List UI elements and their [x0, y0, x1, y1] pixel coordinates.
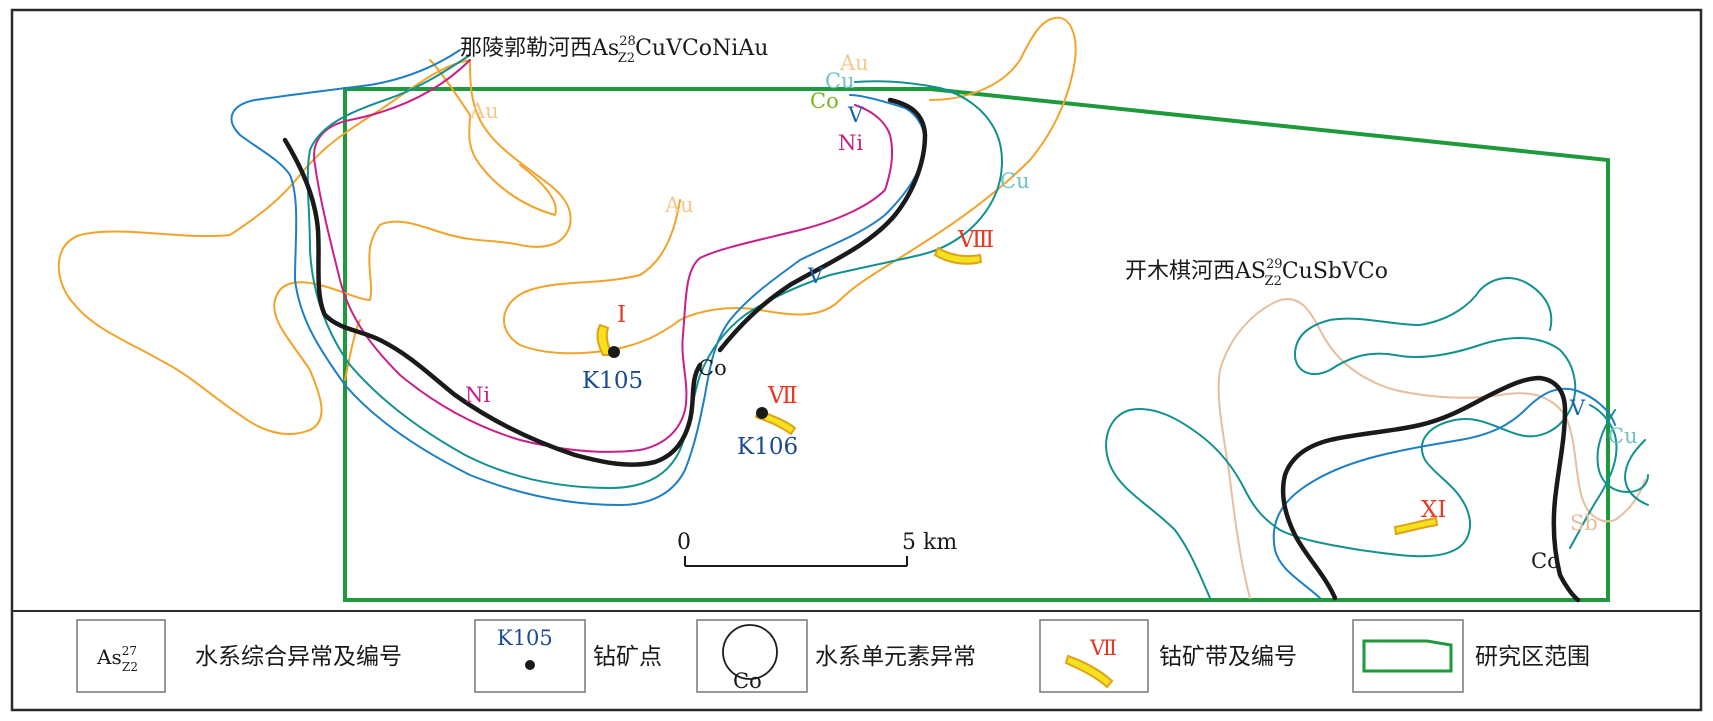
label-cu-3: Cu [1608, 424, 1638, 448]
legend-box-single [696, 619, 808, 693]
ni-anomaly-outline [313, 59, 894, 453]
v-anomaly-outline-west [230, 49, 927, 506]
geological-contact-east [1280, 375, 1581, 603]
au-anomaly-outline-west [57, 59, 572, 435]
legend-study-area-shape [1362, 639, 1453, 673]
zone-label-XI: XI [1421, 497, 1446, 523]
label-co-green: Co [810, 89, 839, 113]
label-cu-1: Cu [825, 69, 855, 93]
label-au-3: Au [839, 51, 869, 75]
legend-code-single: Co [733, 669, 762, 693]
cu-anomaly-small-east [1596, 409, 1649, 493]
cobalt-zone-VIII [933, 246, 983, 265]
legend-box-study-area [1352, 619, 1464, 693]
legend-circle-single [722, 624, 778, 680]
label-au-2: Au [664, 193, 694, 217]
label-au-1: Au [469, 99, 499, 123]
map-frame [10, 8, 1703, 712]
v-anomaly-outline-east [1272, 387, 1616, 599]
label-ni-1: Ni [838, 131, 863, 155]
legend-text-ore-zone: 钴矿带及编号 [1159, 644, 1297, 670]
cu-anomaly-outline-east [1105, 277, 1577, 599]
legend-box-ore-zone [1039, 619, 1149, 693]
study-area-boundary [343, 87, 1610, 602]
legend-box-ore-point [474, 619, 586, 693]
legend-text-single: 水系单元素异常 [815, 644, 976, 670]
scale-start-label: 0 [677, 530, 691, 555]
legend-code-ore-zone: Ⅶ [1089, 636, 1117, 660]
label-v-1: V [847, 103, 864, 127]
label-co-2: Co [1531, 549, 1560, 573]
drill-label-K105: K105 [582, 368, 643, 394]
au-anomaly-inner-west [503, 16, 1077, 355]
label-cu-2: Cu [1000, 169, 1030, 193]
geological-contact-west [282, 137, 703, 467]
legend-text-study-area: 研究区范围 [1475, 644, 1590, 670]
zone-label-VIII: Ⅷ [957, 227, 994, 253]
sb-anomaly-outline [1217, 298, 1646, 599]
drill-point-K106[interactable] [756, 407, 768, 419]
scale-bar: 0 5 km [677, 530, 957, 567]
label-v-3: V [1569, 396, 1586, 420]
legend-text-combined: 水系综合异常及编号 [195, 644, 402, 670]
label-sb-1: Sb [1570, 511, 1598, 535]
zone-label-VII: Ⅶ [767, 383, 798, 409]
legend-code-ore-point: K105 [497, 626, 553, 650]
zone-label-I: I [617, 302, 626, 328]
cobalt-zone-XI [1393, 516, 1439, 536]
legend-box-combined [76, 619, 166, 693]
scale-end-label: 5 km [902, 530, 957, 555]
geological-contact-west-2 [717, 97, 928, 353]
drill-label-K106: K106 [737, 434, 798, 460]
label-co-1: Co [698, 356, 727, 380]
drill-point-K105[interactable] [608, 346, 620, 358]
cu-anomaly-outline-west [306, 54, 1003, 489]
label-v-2: V [807, 264, 824, 288]
legend-dot-ore-point [525, 660, 535, 670]
legend-zone-shape [1064, 654, 1114, 689]
cu-anomaly-tail-east [1569, 404, 1649, 549]
label-ni-2: Ni [465, 383, 490, 407]
legend-text-ore-point: 钻矿点 [593, 644, 662, 670]
